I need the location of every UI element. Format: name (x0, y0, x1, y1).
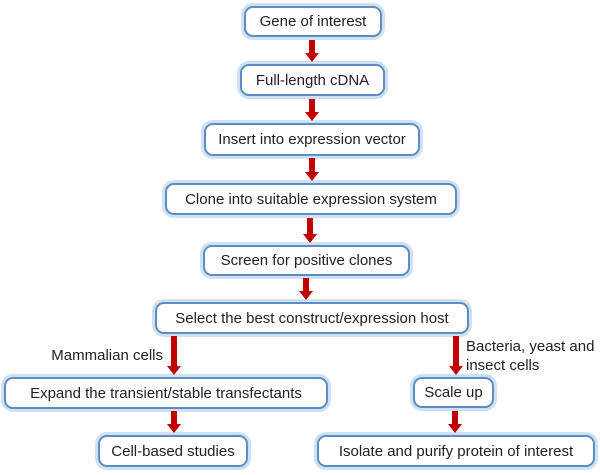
arrow-head (305, 112, 319, 121)
arrow-head (167, 424, 181, 433)
arrow-screen-to-select-icon (299, 278, 313, 300)
arrow-head (305, 172, 319, 181)
node-gene-of-interest: Gene of interest (244, 6, 382, 37)
arrow-select-to-expand-icon (167, 336, 181, 375)
arrow-shaft (307, 218, 313, 234)
node-expand-transfectants: Expand the transient/stable transfectant… (4, 377, 328, 409)
arrow-clone-to-screen-icon (303, 218, 317, 243)
node-cell-based-studies: Cell-based studies (98, 435, 248, 467)
branch-label-mammalian-cells: Mammalian cells (51, 347, 163, 364)
arrow-head (305, 53, 319, 62)
node-screen-positive-clones: Screen for positive clones (203, 245, 410, 276)
branch-label-line2: insect cells (466, 357, 540, 374)
arrow-scaleup-to-isolate-icon (448, 411, 462, 433)
branch-label-line1: Bacteria, yeast and (466, 338, 595, 355)
arrow-shaft (309, 99, 315, 112)
node-full-length-cdna: Full-length cDNA (240, 64, 385, 96)
arrow-shaft (453, 336, 459, 366)
branch-label-bacteria-yeast-insect: Bacteria, yeast and insect cells (466, 337, 594, 375)
arrow-shaft (171, 336, 177, 366)
arrow-head (448, 424, 462, 433)
arrow-shaft (309, 158, 315, 172)
arrow-expand-to-cellbased-icon (167, 411, 181, 433)
arrow-head (299, 291, 313, 300)
node-insert-expression-vector: Insert into expression vector (204, 123, 420, 156)
arrow-shaft (452, 411, 458, 424)
arrow-shaft (303, 278, 309, 291)
arrow-head (303, 234, 317, 243)
arrow-insert-to-clone-icon (305, 158, 319, 181)
node-select-construct-host: Select the best construct/expression hos… (155, 302, 469, 334)
node-isolate-purify-protein: Isolate and purify protein of interest (317, 435, 595, 467)
arrow-head (167, 366, 181, 375)
arrow-head (449, 366, 463, 375)
arrow-select-to-scaleup-icon (449, 336, 463, 375)
arrow-shaft (309, 40, 315, 53)
arrow-shaft (171, 411, 177, 424)
node-scale-up: Scale up (413, 377, 494, 408)
node-clone-expression-system: Clone into suitable expression system (165, 183, 457, 215)
arrow-gene-to-cdna-icon (305, 40, 319, 62)
arrow-cdna-to-insert-icon (305, 99, 319, 121)
